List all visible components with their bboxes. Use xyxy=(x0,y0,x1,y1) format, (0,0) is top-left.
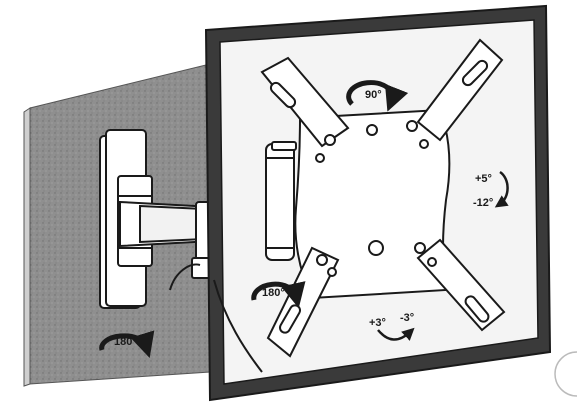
power-cable xyxy=(169,263,263,373)
rotate-label: 90° xyxy=(365,89,382,101)
swivel-arrow-icon: 180° xyxy=(99,330,155,358)
wall-swivel-label: 180° xyxy=(114,336,137,348)
vesa-plate xyxy=(260,38,506,358)
corner-circle xyxy=(554,351,577,397)
tv-pivot xyxy=(265,141,297,261)
tilt-up-label: +5° xyxy=(475,173,492,185)
rotate-arrow-icon: 90° xyxy=(346,80,409,112)
level-arrow-icon: +3° -3° xyxy=(369,312,415,341)
tilt-down-label: -12° xyxy=(473,197,493,209)
swivel-arrow-icon: 180° xyxy=(251,281,306,309)
tilt-arrow-icon: +5° -12° xyxy=(473,170,509,209)
level-minus-label: -3° xyxy=(400,312,414,324)
arm-swivel-label: 180° xyxy=(262,287,285,299)
level-plus-label: +3° xyxy=(369,317,386,329)
